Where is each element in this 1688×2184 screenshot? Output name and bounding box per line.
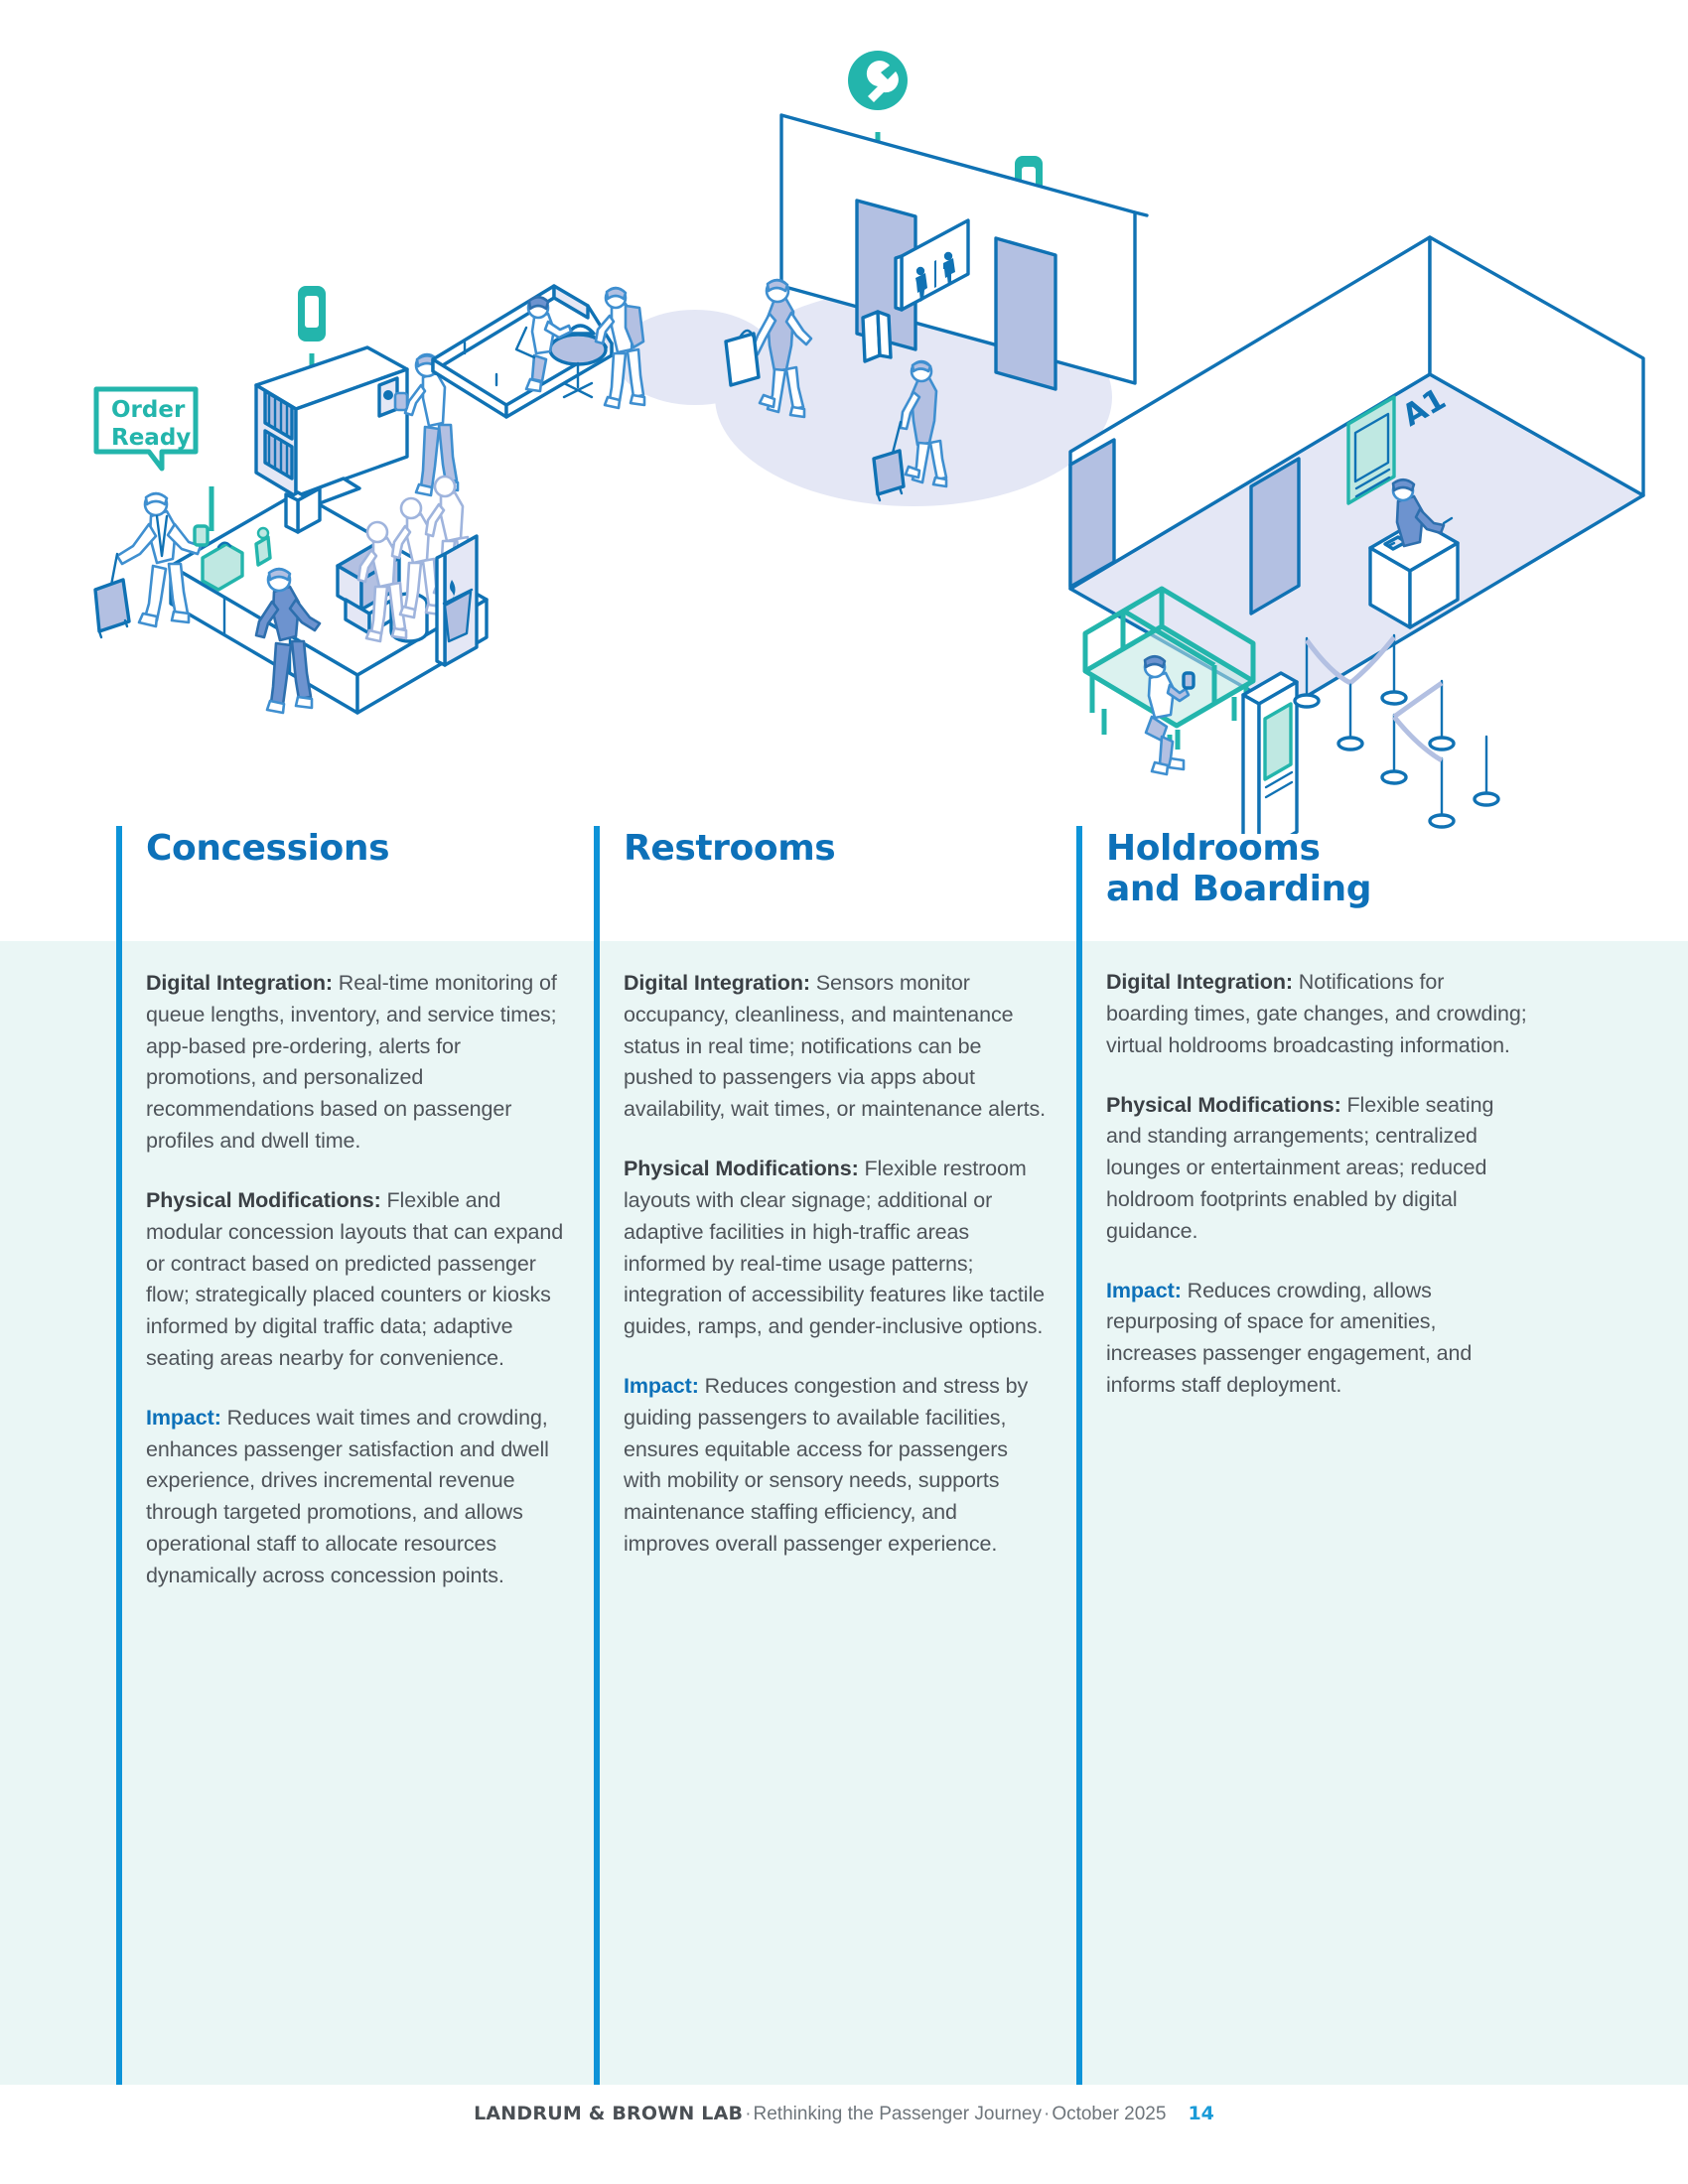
paragraph-text: Reduces wait times and crowding, enhance… — [146, 1405, 549, 1587]
barista — [254, 567, 322, 715]
paragraph-lead: Impact: — [146, 1405, 221, 1430]
queue-stanchions — [1293, 633, 1500, 829]
paragraph-text: Flexible restroom layouts with clear sig… — [624, 1157, 1046, 1339]
cafe-table-group — [514, 286, 646, 410]
footer-subtitle: Rethinking the Passenger Journey — [753, 2104, 1042, 2124]
wall-display-screen — [1346, 395, 1396, 505]
column-holdrooms-and-boarding: Holdrooms and Boarding Digital Integrati… — [1076, 826, 1543, 2087]
paragraph-text: Real-time monitoring of queue lengths, i… — [146, 971, 557, 1154]
passenger-man-with-roller — [872, 359, 948, 502]
content-columns: Concessions Digital Integration: Real-ti… — [0, 826, 1688, 2087]
paragraph-physical-modifications: Physical Modifications: Flexible restroo… — [624, 1154, 1049, 1343]
paragraph-impact: Impact: Reduces wait times and crowding,… — [146, 1403, 571, 1592]
svg-text:Order: Order — [111, 397, 186, 423]
paragraph-impact: Impact: Reduces crowding, allows repurpo… — [1106, 1276, 1531, 1402]
coffee-cup-icon — [442, 580, 474, 643]
paragraph-lead: Digital Integration: — [146, 971, 333, 996]
paragraph-text: Sensors monitor occupancy, cleanliness, … — [624, 971, 1046, 1122]
column-restrooms: Restrooms Digital Integration: Sensors m… — [594, 826, 1060, 2087]
paragraph-lead: Digital Integration: — [624, 971, 810, 996]
passenger-with-backpack — [594, 286, 646, 410]
footer-brand: LANDRUM & BROWN LAB — [474, 2103, 744, 2124]
teal-bench-seating — [1082, 586, 1256, 752]
paragraph-text: Reduces congestion and stress by guiding… — [624, 1373, 1029, 1557]
column-rule — [1076, 826, 1082, 2085]
paragraph-lead: Digital Integration: — [1106, 970, 1293, 995]
menu-panel-coffee — [435, 534, 479, 667]
mobile-phone-icon-concessions — [298, 286, 326, 341]
paragraph-text: Reduces crowding, allows repurposing of … — [1106, 1278, 1473, 1397]
column-body-concessions: Digital Integration: Real-time monitorin… — [146, 968, 581, 1592]
paragraph-text: Notifications for boarding times, gate c… — [1106, 970, 1527, 1057]
passenger-woman-with-bag — [724, 278, 813, 419]
paragraph-physical-modifications: Physical Modifications: Flexible seating… — [1106, 1090, 1531, 1248]
paragraph-digital-integration: Digital Integration: Sensors monitor occ… — [624, 968, 1049, 1126]
paragraph-digital-integration: Digital Integration: Notifications for b… — [1106, 967, 1531, 1061]
svg-text:Ready: Ready — [111, 425, 191, 451]
seated-passenger — [514, 295, 573, 393]
paragraph-digital-integration: Digital Integration: Real-time monitorin… — [146, 968, 571, 1158]
footer-separator-2: · — [1043, 2104, 1051, 2124]
paragraph-text: Flexible seating and standing arrangemen… — [1106, 1092, 1494, 1243]
concessions-scene: Order Ready — [93, 284, 646, 715]
restroom-sign-icon — [894, 218, 970, 312]
isometric-illustration: .ln { fill:none; stroke:#1072b4; stroke-… — [0, 0, 1688, 834]
paragraph-lead: Physical Modifications: — [1106, 1092, 1341, 1117]
page-footer: LANDRUM & BROWN LAB·Rethinking the Passe… — [0, 2103, 1688, 2125]
paragraph-impact: Impact: Reduces congestion and stress by… — [624, 1371, 1049, 1561]
column-concessions: Concessions Digital Integration: Real-ti… — [116, 826, 581, 2087]
order-ready-sign: Order Ready — [93, 386, 199, 472]
column-rule — [594, 826, 600, 2085]
column-title-concessions: Concessions — [146, 828, 390, 869]
column-title-restrooms: Restrooms — [624, 828, 836, 869]
info-kiosk-totem — [1241, 671, 1299, 834]
paragraph-lead: Impact: — [1106, 1278, 1182, 1302]
footer-page-number: 14 — [1188, 2103, 1214, 2124]
passenger-businessman — [93, 491, 210, 639]
column-body-holdrooms-and-boarding: Digital Integration: Notifications for b… — [1106, 967, 1543, 1402]
paragraph-text: Flexible and modular concession layouts … — [146, 1187, 564, 1370]
vending-unit — [254, 345, 409, 514]
paragraph-lead: Physical Modifications: — [146, 1187, 381, 1212]
seated-passenger-phone — [1143, 654, 1196, 776]
restrooms-scene — [724, 51, 1149, 502]
column-rule — [116, 826, 122, 2085]
paragraph-lead: Physical Modifications: — [624, 1157, 859, 1181]
footer-date: October 2025 — [1052, 2104, 1167, 2124]
column-title-holdrooms-and-boarding: Holdrooms and Boarding — [1106, 828, 1372, 910]
paragraph-lead: Impact: — [624, 1373, 699, 1398]
footer-separator-1: · — [745, 2104, 752, 2124]
column-body-restrooms: Digital Integration: Sensors monitor occ… — [624, 968, 1060, 1561]
holdroom-scene: A1 — [1068, 235, 1645, 834]
background-tint-band — [0, 941, 1688, 2085]
gate-agent — [1391, 478, 1454, 548]
wrench-icon — [848, 51, 908, 110]
paragraph-physical-modifications: Physical Modifications: Flexible and mod… — [146, 1185, 571, 1375]
